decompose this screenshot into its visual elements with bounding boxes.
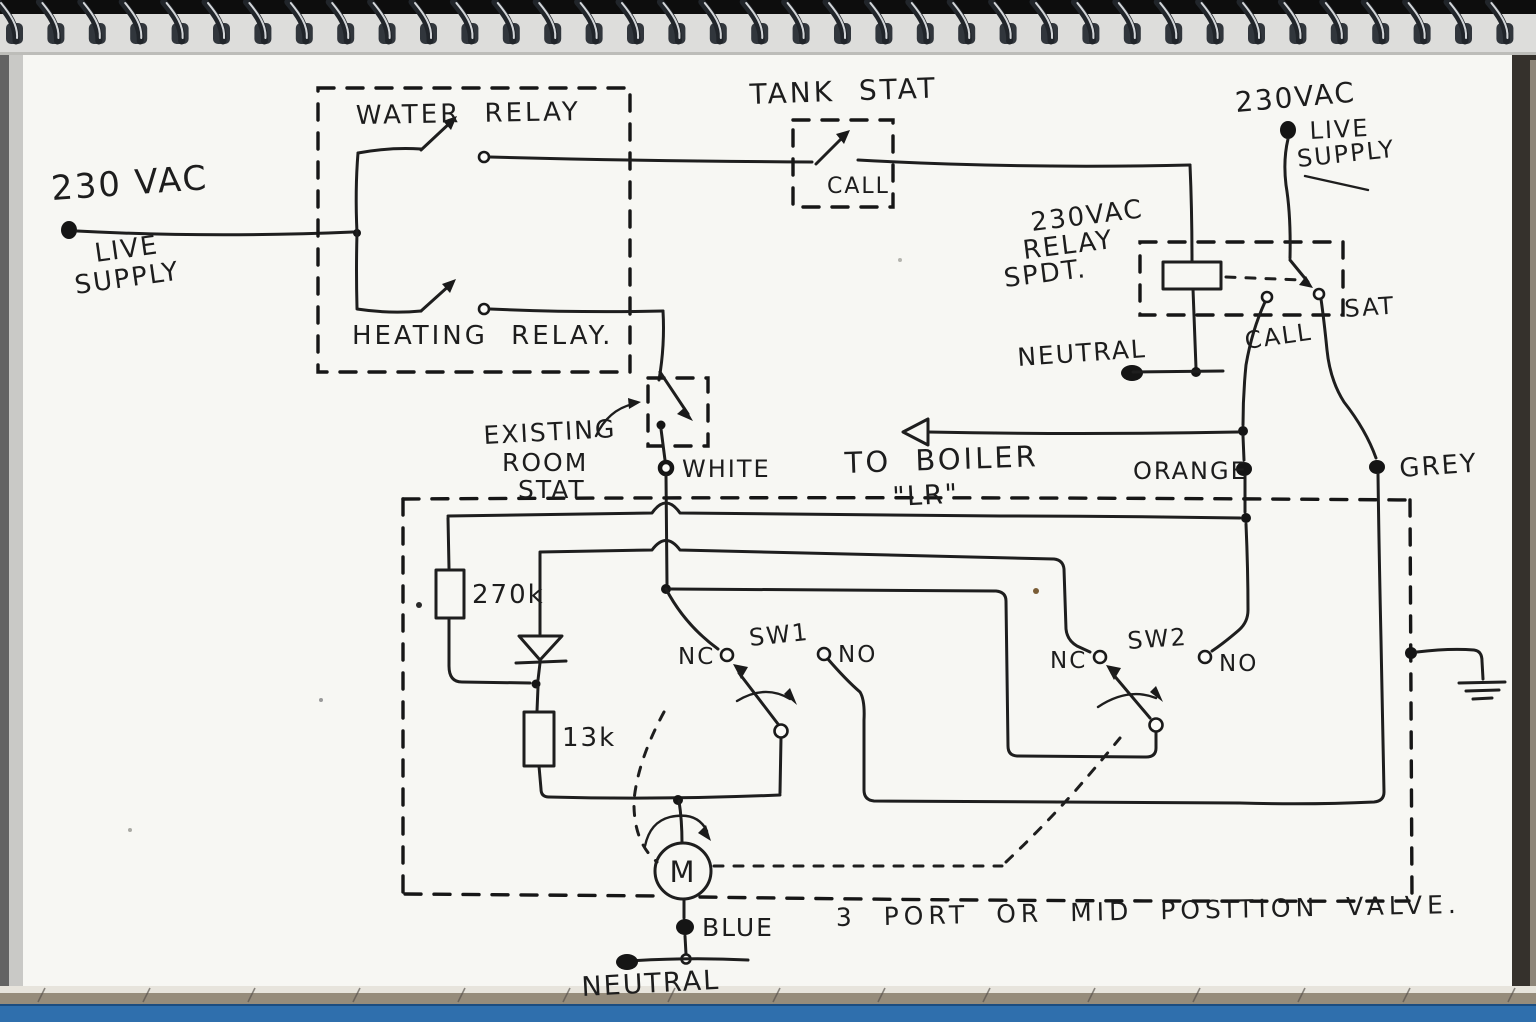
relay-coupling-dashed — [1224, 275, 1304, 282]
boiler-arrow — [901, 417, 1240, 447]
spdt-switch — [1260, 121, 1370, 304]
label-room: ROOM — [502, 448, 588, 477]
label-grey: GREY — [1398, 449, 1478, 484]
label-sat: SAT — [1343, 292, 1396, 323]
blue-terminal — [676, 919, 694, 935]
ground-symbol — [1405, 647, 1507, 701]
label-white: WHITE — [682, 455, 771, 483]
spdt-relay-coil — [1121, 163, 1225, 381]
switch-sw1 — [547, 647, 797, 864]
circuit-ink — [61, 86, 1507, 970]
label-tank-stat: TANK STAT — [748, 71, 938, 111]
diode — [514, 551, 568, 682]
label-water-relay: WATER RELAY — [356, 97, 581, 131]
tank-stat-switch — [791, 118, 1192, 209]
spiral-binding — [0, 0, 1536, 55]
bus-wires — [446, 501, 1242, 759]
label-live-right: LIVE — [1309, 114, 1370, 145]
water-relay-switch — [354, 116, 814, 235]
label-sw2-no: NO — [1219, 651, 1258, 677]
label-sw2: SW2 — [1126, 623, 1188, 655]
label-sw2-nc: NC — [1050, 648, 1087, 674]
switch-sw2 — [712, 649, 1213, 868]
white-terminal — [657, 459, 675, 477]
sw1-no-contact — [816, 646, 832, 662]
label-existing: EXISTING — [483, 414, 617, 450]
room-stat-switch — [594, 309, 710, 448]
grey-terminal — [1369, 460, 1385, 474]
label-sw1: SW1 — [748, 618, 811, 652]
label-heating-relay: HEATING RELAY. — [352, 321, 613, 351]
orange-wire — [1210, 300, 1267, 653]
label-270k: 270k — [472, 580, 545, 610]
label-stat: STAT — [518, 475, 586, 504]
label-to-boiler: TO BOILER — [843, 439, 1039, 480]
label-motor-m: M — [669, 855, 696, 889]
label-13k: 13k — [562, 723, 616, 753]
resistor-13k — [522, 685, 556, 799]
valve-box-outline — [401, 496, 1414, 903]
label-tank-call: CALL — [827, 174, 890, 199]
relay-box-outline — [316, 86, 632, 374]
label-orange: ORANGE — [1133, 457, 1248, 485]
label-blue: BLUE — [702, 913, 774, 942]
orange-terminal — [1236, 462, 1252, 476]
neutral-terminal-bottom — [616, 954, 638, 970]
white-wire — [657, 427, 720, 651]
heating-relay-switch — [355, 231, 665, 316]
label-lr: "LR" — [892, 479, 960, 513]
grey-wire — [825, 297, 1386, 806]
page-edge-ticks — [37, 987, 1516, 1003]
blue-neutral-wire — [616, 897, 750, 970]
label-neutral-bottom: NEUTRAL — [581, 965, 721, 1003]
label-sw1-no: NO — [838, 642, 877, 668]
spdt-relay-box-outline — [1138, 240, 1345, 317]
label-sw1-nc: NC — [678, 644, 715, 670]
